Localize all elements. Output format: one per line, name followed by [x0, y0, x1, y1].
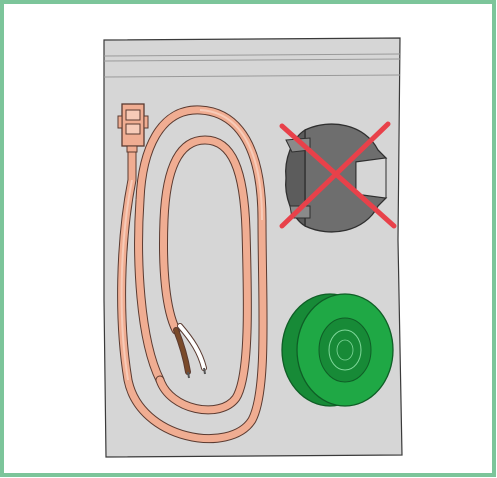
- cable-connector: [118, 104, 148, 152]
- green-ring-icon: [282, 294, 393, 406]
